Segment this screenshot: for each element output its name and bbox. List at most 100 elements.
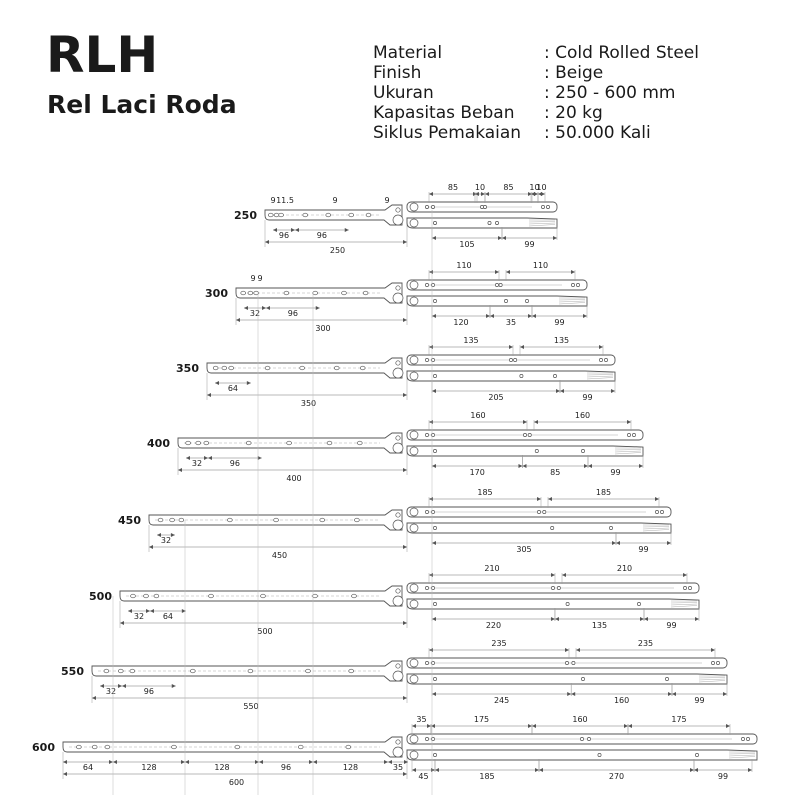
mounting-hole	[527, 433, 532, 437]
rail-texture	[728, 754, 756, 757]
rail-texture	[558, 299, 586, 301]
end-top-dimension: 135	[554, 336, 569, 345]
mounting-hole	[425, 205, 429, 209]
rail-size-label: 450	[118, 514, 141, 527]
mounting-hole	[541, 205, 545, 209]
mounting-hole	[319, 517, 326, 523]
dimension-arrow	[694, 768, 698, 772]
dimension-arrow	[63, 760, 67, 764]
mounting-hole	[298, 744, 304, 750]
mounting-hole	[130, 593, 136, 599]
end-bottom-dimension: 99	[694, 696, 704, 705]
end-top-dimension: 85	[503, 183, 513, 192]
dimension-arrow	[315, 306, 320, 310]
mounting-hole	[609, 526, 613, 530]
dimension-arrow	[92, 696, 96, 700]
end-bottom-dimension: 185	[479, 772, 494, 781]
mounting-hole	[273, 517, 279, 523]
side-top-dimension: 9	[270, 196, 275, 205]
dimension-arrow	[404, 760, 408, 764]
mounting-hole	[273, 212, 280, 218]
dimension-arrow	[532, 724, 536, 728]
drawer-rail-bottom	[406, 217, 558, 229]
mounting-hole	[153, 593, 160, 599]
rail-texture	[642, 527, 670, 530]
spec-value-load: : 20 kg	[544, 103, 603, 123]
end-top-dimension: 160	[572, 715, 587, 724]
mounting-hole	[688, 586, 692, 590]
dimension-arrow	[723, 692, 727, 696]
dimension-arrow	[403, 318, 407, 322]
mounting-hole	[597, 753, 602, 757]
dimension-arrow	[486, 314, 490, 318]
end-top-dimension: 10	[529, 183, 539, 192]
drawer-rail-bottom	[406, 445, 644, 457]
mounting-hole	[498, 283, 503, 287]
rail-size-label: 400	[147, 437, 170, 450]
end-bottom-dimension: 305	[516, 545, 531, 554]
mounting-hole	[345, 744, 352, 750]
rail-texture	[670, 602, 698, 604]
side-dimension: 32	[161, 536, 171, 545]
dimension-arrow	[431, 724, 435, 728]
rail-texture	[698, 678, 726, 681]
wheel-icon	[409, 202, 419, 212]
mounting-hole	[542, 510, 547, 514]
mounting-hole	[348, 668, 354, 674]
dimension-arrow	[178, 468, 182, 472]
mounting-hole	[556, 586, 561, 590]
dimension-arrow	[553, 236, 557, 240]
mounting-hole	[581, 677, 585, 681]
dimension-arrow	[588, 464, 592, 468]
mounting-hole	[169, 517, 175, 523]
mounting-hole	[208, 593, 214, 599]
mounting-hole	[519, 374, 524, 378]
mounting-hole	[299, 365, 305, 371]
dimension-arrow	[171, 684, 176, 688]
end-bottom-dimension: 220	[486, 621, 501, 630]
end-bottom-dimension: 99	[718, 772, 728, 781]
side-rail-body	[62, 736, 403, 758]
wheel-icon	[409, 674, 419, 684]
end-top-dimension: 110	[533, 261, 548, 270]
dimension-arrow	[295, 228, 299, 232]
side-total-dimension: 600	[229, 778, 244, 787]
mounting-hole	[711, 661, 715, 665]
end-bottom-dimension: 245	[494, 696, 509, 705]
mounting-hole	[351, 593, 357, 599]
side-dimension: 96	[281, 763, 291, 772]
wheel-icon	[392, 670, 404, 682]
mounting-hole	[221, 365, 228, 371]
dimension-arrow	[550, 617, 555, 621]
mounting-hole	[178, 517, 185, 523]
mounting-hole	[203, 440, 210, 446]
dimension-arrow	[435, 768, 439, 772]
wheel-icon	[392, 367, 404, 379]
drawer-rail-bottom	[406, 295, 588, 307]
rail-texture	[728, 756, 756, 759]
dimension-arrow	[185, 760, 189, 764]
mounting-hole	[571, 283, 575, 287]
rail-texture	[614, 450, 642, 453]
mounting-hole	[104, 744, 111, 750]
rivet-icon	[395, 512, 401, 518]
side-dimension: 35	[393, 763, 403, 772]
spec-label-cycles: Siklus Pemakaian	[373, 123, 522, 143]
mounting-hole	[523, 433, 527, 437]
mounting-hole	[627, 433, 631, 437]
dimension-arrow	[146, 609, 150, 613]
rail-size-label: 600	[32, 741, 55, 754]
mounting-hole	[190, 668, 196, 674]
mounting-hole	[143, 593, 149, 599]
dimension-arrow	[63, 772, 67, 776]
end-top-dimension: 10	[475, 183, 485, 192]
mounting-hole	[212, 365, 219, 371]
mounting-hole	[655, 510, 659, 514]
mounting-hole	[746, 737, 750, 741]
mounting-hole	[129, 668, 136, 674]
rail-size-label: 250	[234, 209, 257, 222]
mounting-hole	[365, 212, 372, 218]
rail-texture	[558, 302, 586, 305]
wheel-icon	[409, 296, 419, 306]
